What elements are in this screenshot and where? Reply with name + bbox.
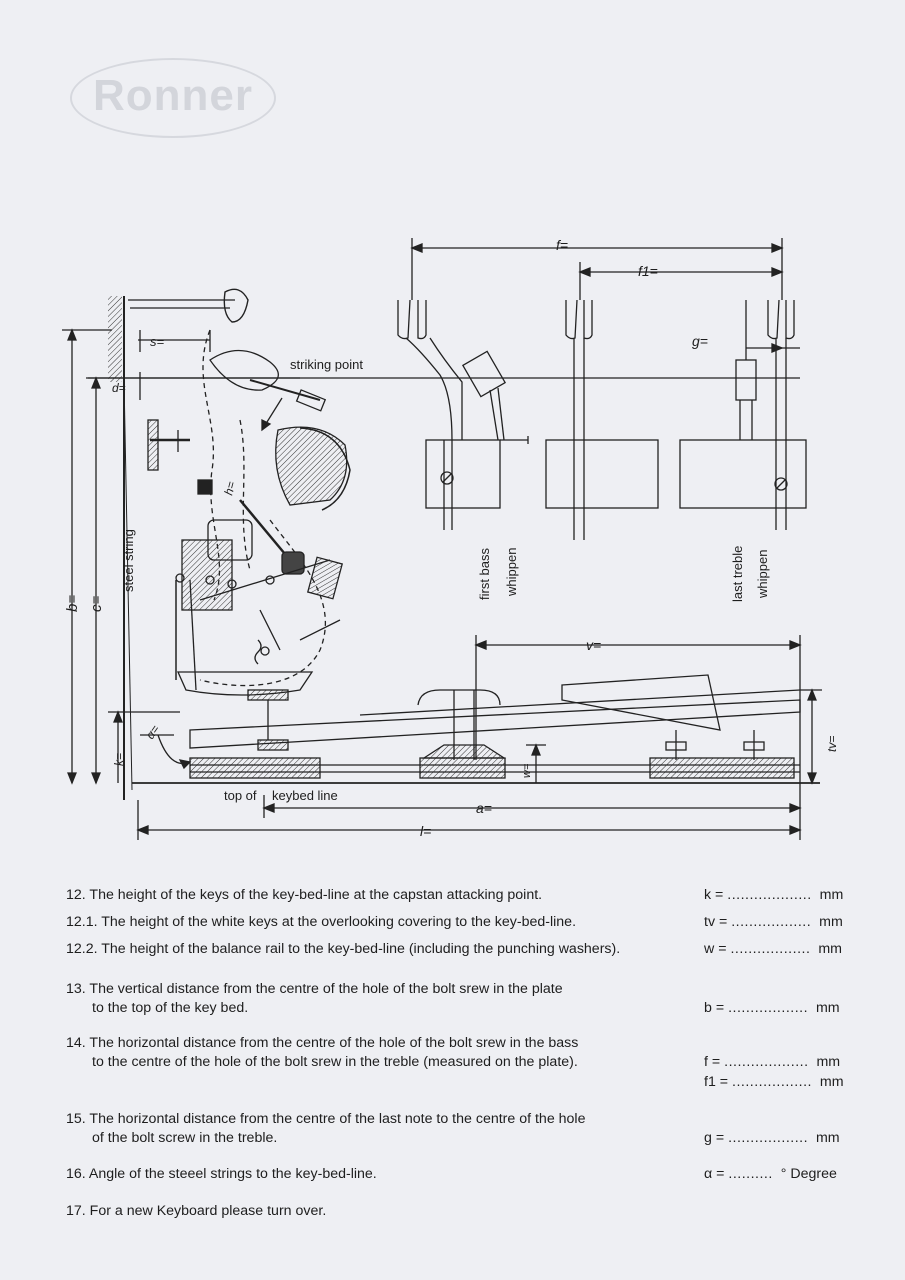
wall-hatch [108,296,122,382]
answer-alpha[interactable]: α = .......... ° Degree [704,1165,844,1184]
answer-alpha-unit: ° Degree [780,1166,837,1182]
question-15: 15. The horizontal distance from the cen… [66,1110,706,1148]
answer-f1-field[interactable]: .................. [732,1074,812,1090]
label-f1: f1= [638,263,658,279]
label-v: v= [586,637,601,653]
question-14-text-cont: to the centre of the hole of the bolt sr… [92,1054,578,1070]
answer-f1[interactable]: f1 = .................. mm [704,1073,844,1092]
answer-b-label: b = [704,1000,725,1016]
answer-f[interactable]: f = ................... mm [704,1053,844,1072]
answer-w-unit: mm [818,941,842,957]
label-steel-string: steel string [121,529,136,592]
answer-tv[interactable]: tv = .................. mm [704,913,844,932]
answer-k[interactable]: k = ................... mm [704,886,844,905]
label-b: b= [64,595,81,612]
question-14-text: 14. The horizontal distance from the cen… [66,1035,579,1051]
answer-f-label: f = [704,1054,721,1070]
ronner-logo: Ronner [70,58,276,138]
label-g: g= [692,333,708,349]
answer-tv-unit: mm [819,914,843,930]
label-whippen-right: whippen [755,550,770,599]
answer-k-label: k = [704,887,724,903]
label-c: c= [88,596,105,613]
label-whippen-left: whippen [504,548,519,597]
answer-f-field[interactable]: ................... [724,1054,809,1070]
label-h: h= [221,480,238,497]
label-alpha: α= [143,722,162,741]
question-17: 17. For a new Keyboard please turn over. [66,1202,706,1221]
question-12-2-text: 12.2. The height of the balance rail to … [66,941,621,957]
question-12-text: 12. The height of the keys of the key-be… [66,887,543,903]
bass-bracket [397,299,507,530]
answer-g[interactable]: g = .................. mm [704,1129,844,1148]
answer-b-unit: mm [815,1000,840,1016]
answer-g-label: g = [704,1130,725,1146]
label-last-treble: last treble [730,546,745,602]
label-d: d= [112,381,126,395]
answer-alpha-field[interactable]: .......... [728,1166,773,1182]
label-k: k= [112,753,126,766]
label-a: a= [476,800,492,816]
question-13-text-cont: to the top of the key bed. [92,1000,249,1016]
dimension-b-line [62,328,112,785]
question-15-text-cont: of the bolt screw in the treble. [92,1130,278,1146]
question-13: 13. The vertical distance from the centr… [66,980,706,1018]
label-l: l= [420,823,431,839]
label-first-bass: first bass [477,547,492,600]
answer-alpha-label: α = [704,1166,725,1182]
question-12: 12. The height of the keys of the key-be… [66,886,706,905]
question-12-1: 12.1. The height of the white keys at th… [66,913,706,932]
label-w: w= [521,763,533,778]
question-14: 14. The horizontal distance from the cen… [66,1034,706,1072]
question-13-text: 13. The vertical distance from the centr… [66,981,563,997]
question-17-text: 17. For a new Keyboard please turn over. [66,1203,327,1219]
label-f: f= [556,237,568,253]
label-tv: tv= [825,736,839,752]
answer-k-unit: mm [819,887,844,903]
answer-g-unit: mm [815,1130,840,1146]
label-keybed-line: keybed line [272,788,338,803]
answer-w-field[interactable]: .................. [730,941,811,957]
answer-tv-field[interactable]: .................. [731,914,812,930]
answer-k-field[interactable]: ................... [727,887,812,903]
label-s: s= [150,334,165,349]
question-12-2: 12.2. The height of the balance rail to … [66,940,706,959]
piano-action-diagram: f= f1= g= s= d= striking point steel str… [62,237,839,840]
label-top-of: top of [224,788,257,803]
question-15-text: 15. The horizontal distance from the cen… [66,1111,586,1127]
question-16: 16. Angle of the steeel strings to the k… [66,1165,706,1184]
middle-bracket [500,299,659,540]
answer-f1-label: f1 = [704,1074,729,1090]
answer-w[interactable]: w = .................. mm [704,940,844,959]
dimension-k-line [108,710,180,783]
answer-b[interactable]: b = .................. mm [704,999,844,1018]
question-16-text: 16. Angle of the steeel strings to the k… [66,1166,377,1182]
answer-tv-label: tv = [704,914,728,930]
answer-b-field[interactable]: .................. [728,1000,809,1016]
answer-f-unit: mm [816,1054,841,1070]
question-12-1-text: 12.1. The height of the white keys at th… [66,914,577,930]
answer-f1-unit: mm [819,1074,844,1090]
treble-bracket [679,299,807,530]
label-striking-point: striking point [290,357,363,372]
answer-g-field[interactable]: .................. [728,1130,809,1146]
answer-w-label: w = [704,941,727,957]
